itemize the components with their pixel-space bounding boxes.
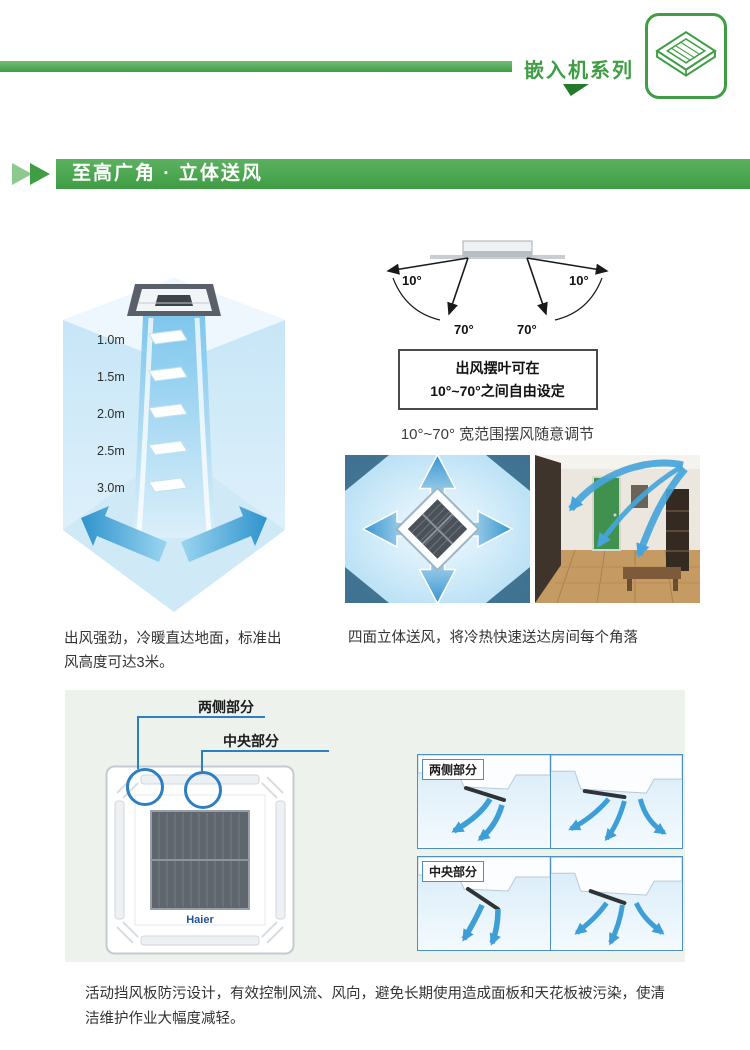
callout-center-vline <box>201 750 203 772</box>
reach-illustration: 1.0m 1.5m 2.0m 2.5m 3.0m <box>63 278 285 612</box>
room-photo <box>535 455 700 603</box>
header-rule <box>0 61 512 72</box>
distance-label-4: 2.5m <box>97 444 125 458</box>
floor-arrow-left <box>81 506 167 562</box>
louver-row-center: 中央部分 <box>417 856 683 951</box>
distance-label-3: 2.0m <box>97 407 125 421</box>
section-title: 至高广角 · 立体送风 <box>72 163 263 184</box>
distance-label-2: 1.5m <box>97 370 125 384</box>
airflow-swoosh-arrows <box>568 459 688 558</box>
angle-label-right-small: 10° <box>569 273 589 288</box>
cassette-ac-icon <box>645 13 727 99</box>
callout-side-label: 两侧部分 <box>198 699 254 715</box>
callout-circle-center <box>184 771 222 809</box>
louver-caption: 活动挡风板防污设计，有效控制风流、风向，避免长期使用造成面板和天花板被污染，使清… <box>85 986 665 1027</box>
reach-caption: 出风强劲，冷暖直达地面，标准出风高度可达3米。 <box>64 631 282 671</box>
callout-circle-side <box>126 768 164 806</box>
haier-logo: Haier <box>186 914 214 926</box>
louver-row-label-side: 两侧部分 <box>422 759 485 780</box>
swing-caption: 10°~70° 宽范围摆风随意调节 <box>400 426 595 443</box>
swing-figure: 10° 70° 10° 70° 出风摆叶可在 10°~70°之间自由设定 10°… <box>330 240 665 444</box>
callout-side-vline <box>137 716 139 769</box>
cassette-ac-glyph <box>655 30 717 77</box>
series-title: 嵌入机系列 <box>524 60 634 82</box>
louver-row-label-center: 中央部分 <box>422 861 485 882</box>
fourway-airflow-diagram <box>345 455 530 603</box>
louver-row-side: 两侧部分 <box>417 754 683 849</box>
angle-label-left-large: 70° <box>454 322 474 337</box>
swing-angle-diagram: 10° 70° 10° 70° <box>386 240 609 337</box>
cassette-grille <box>395 486 480 572</box>
swing-note-box: 出风摆叶可在 10°~70°之间自由设定 <box>397 349 598 410</box>
swing-note-line1: 出风摆叶可在 <box>455 360 540 376</box>
callout-center-line <box>201 750 329 752</box>
fourway-caption: 四面立体送风，将冷热快速送达房间每个角落 <box>348 630 638 646</box>
distance-label-5: 3.0m <box>97 481 125 495</box>
airflow-section-center-right <box>550 857 682 950</box>
fast-forward-icon <box>12 163 50 185</box>
callout-side-line <box>137 716 265 718</box>
louver-panel: Haier 两侧部分 中央部分 两侧部分 <box>65 690 685 962</box>
callout-center-label: 中央部分 <box>223 733 279 749</box>
swing-note-line2: 10°~70°之间自由设定 <box>430 383 565 399</box>
distance-label-1: 1.0m <box>97 333 125 347</box>
louver-table: 两侧部分 <box>417 754 683 951</box>
ac-panel-front: Haier <box>105 765 295 955</box>
angle-label-left-small: 10° <box>402 273 422 288</box>
floor-arrow-right <box>181 506 267 562</box>
header-rule-fold <box>563 84 589 96</box>
airflow-section-side-right <box>550 755 682 848</box>
angle-label-right-large: 70° <box>517 322 537 337</box>
section-title-bar: 至高广角 · 立体送风 <box>56 159 750 189</box>
